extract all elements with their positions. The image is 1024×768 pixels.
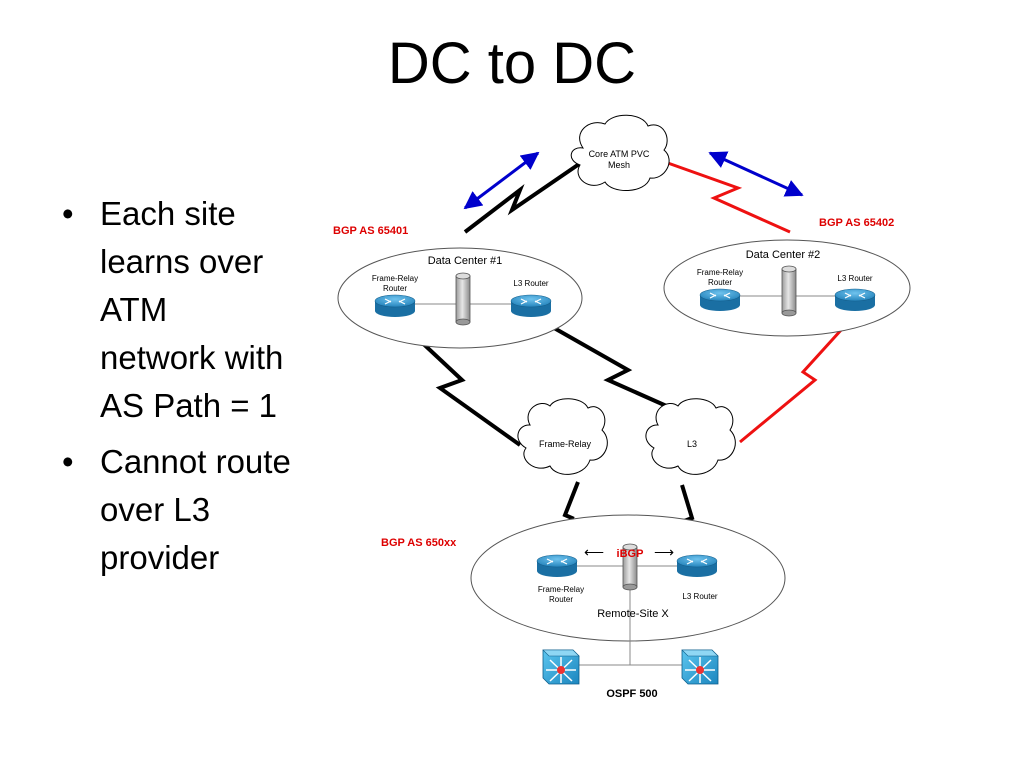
dc1-bgp-label: BGP AS 65401	[333, 225, 408, 237]
core-atm-cloud	[570, 114, 670, 191]
bullet-symbol: •	[62, 195, 74, 232]
link-dc2-l3	[739, 316, 854, 444]
remote-l3-router-label: L3 Router	[682, 592, 717, 601]
bullet-line: Each site	[100, 195, 236, 232]
frame-relay-cloud-label: Frame-Relay	[539, 439, 592, 449]
ospf-label: OSPF 500	[606, 688, 657, 700]
bullet-line: provider	[100, 539, 220, 576]
bullet-item: • Each site learns over ATM network with…	[58, 190, 343, 430]
remote-site-name: Remote-Site X	[597, 608, 669, 620]
dc2-bgp-label: BGP AS 65402	[819, 217, 894, 229]
ibgp-label: iBGP	[617, 548, 644, 560]
remote-fr-router-label-2: Router	[549, 595, 573, 604]
dc1-l3-router-label: L3 Router	[513, 279, 548, 288]
link-core-dc2	[664, 160, 791, 234]
bullet-line: AS Path = 1	[100, 387, 278, 424]
blue-arrow-left	[463, 151, 540, 210]
remote-bgp-label: BGP AS 650xx	[381, 537, 457, 549]
dc2-fr-router-label-1: Frame-Relay	[697, 268, 743, 277]
remote-fr-router-icon	[536, 554, 578, 577]
slide-title: DC to DC	[387, 31, 637, 96]
link-dc1-core	[463, 158, 587, 234]
l3-switch-right-icon	[681, 649, 719, 685]
core-cloud-label-1: Core ATM PVC	[589, 149, 650, 159]
l3-cloud	[645, 398, 736, 475]
dc1-fr-router-label-1: Frame-Relay	[372, 274, 418, 283]
dc2-l3-router-icon	[834, 288, 876, 311]
bullet-line: learns over	[100, 243, 264, 280]
l3-cloud-label: L3	[687, 439, 697, 449]
dc2-name: Data Center #2	[746, 249, 821, 261]
l3-switch-left-icon	[542, 649, 580, 685]
bullet-line: network with	[100, 339, 284, 376]
dc2-fr-router-label-2: Router	[708, 278, 732, 287]
remote-switch-cylinder	[622, 543, 638, 591]
dc2-switch-cylinder	[781, 265, 797, 317]
dc1-fr-router-label-2: Router	[383, 284, 407, 293]
frame-relay-cloud	[517, 398, 608, 475]
link-dc1-frame-relay	[398, 320, 522, 447]
bullet-line: ATM	[100, 291, 168, 328]
ibgp-arrow-right: ⟶	[654, 544, 674, 560]
bullet-list: • Each site learns over ATM network with…	[58, 190, 343, 590]
ibgp-arrow-left: ⟵	[584, 544, 604, 560]
bullet-line: Cannot route	[100, 443, 291, 480]
blue-arrow-right	[708, 151, 804, 197]
link-dc1-l3	[539, 318, 681, 414]
bullet-line: over L3	[100, 491, 211, 528]
dc2-fr-router-icon	[699, 288, 741, 311]
dc1-l3-router-icon	[510, 294, 552, 317]
bullet-symbol: •	[62, 443, 74, 480]
remote-fr-router-label-1: Frame-Relay	[538, 585, 584, 594]
dc1-fr-router-icon	[374, 294, 416, 317]
dc2-l3-router-label: L3 Router	[837, 274, 872, 283]
remote-l3-router-icon	[676, 554, 718, 577]
dc1-switch-cylinder	[455, 272, 471, 326]
core-cloud-label-2: Mesh	[608, 160, 630, 170]
dc1-name: Data Center #1	[428, 255, 503, 267]
bullet-item: • Cannot route over L3 provider	[58, 438, 343, 582]
